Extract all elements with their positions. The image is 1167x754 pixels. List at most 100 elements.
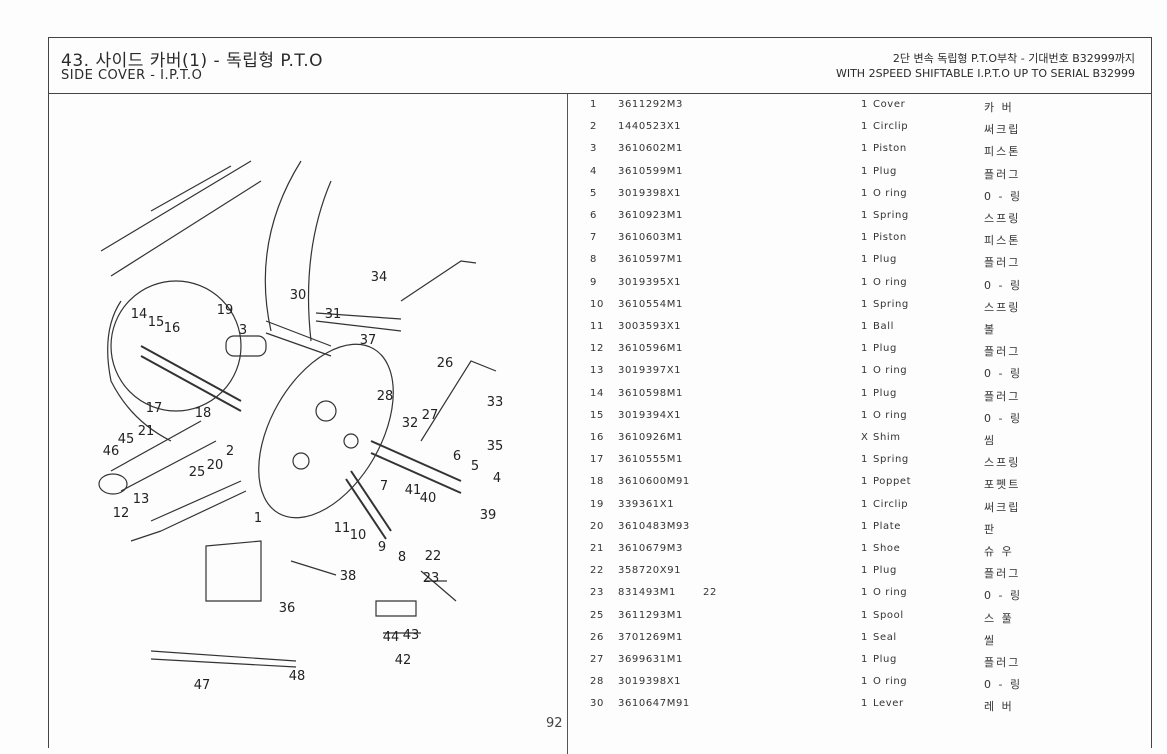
part-desc: O ring — [873, 276, 908, 288]
part-part: 358720X91 — [618, 565, 682, 577]
part-qty: 1 — [861, 321, 868, 332]
callout-37: 37 — [360, 333, 377, 348]
callout-5: 5 — [471, 459, 479, 474]
part-desc: Seal — [873, 631, 897, 643]
part-part: 1440523X1 — [618, 121, 682, 133]
part-part: 3610926M1 — [618, 432, 683, 443]
part-desc: Cover — [873, 99, 906, 110]
part-desc: Plug — [873, 387, 897, 399]
part-no: 13 — [590, 365, 604, 377]
part-ko: 스프링 — [984, 212, 1021, 225]
callout-1: 1 — [254, 511, 262, 526]
part-ko: 플러그 — [984, 167, 1021, 181]
part-part: 3610923M1 — [618, 210, 683, 221]
part-qty: 1 — [861, 121, 868, 133]
part-qty: X — [861, 432, 869, 443]
part-no: 28 — [590, 676, 604, 688]
title-english: SIDE COVER - I.P.T.O — [61, 68, 203, 83]
callout-39: 39 — [480, 508, 497, 523]
part-qty: 1 — [861, 387, 868, 399]
part-ko: 볼 — [984, 323, 997, 336]
part-desc: Lever — [873, 698, 904, 710]
page-number: 92 — [546, 716, 563, 731]
part-no: 10 — [590, 298, 604, 310]
part-desc: Spool — [873, 609, 904, 621]
part-no: 9 — [590, 276, 597, 288]
part-part: 3610679M3 — [618, 543, 683, 554]
part-no: 1 — [590, 99, 597, 110]
part-part: 3611293M1 — [618, 609, 683, 621]
callout-46: 46 — [103, 444, 120, 459]
part-no: 12 — [590, 343, 604, 355]
part-no: 16 — [590, 432, 604, 443]
part-qty: 1 — [861, 565, 868, 577]
part-no: 22 — [590, 565, 604, 577]
part-no: 23 — [590, 587, 604, 599]
callout-21: 21 — [138, 424, 155, 439]
part-part: 3610483M93 — [618, 520, 690, 532]
callout-18: 18 — [195, 406, 212, 421]
part-desc: Spring — [873, 210, 909, 221]
part-part: 3019398X1 — [618, 676, 682, 688]
part-ko: 스프링 — [984, 456, 1021, 470]
callout-16: 16 — [164, 321, 181, 336]
part-qty: 1 — [861, 409, 868, 421]
part-ko: 0 - 링 — [984, 411, 1023, 425]
part-part: 3701269M1 — [618, 631, 683, 643]
callout-47: 47 — [194, 678, 211, 693]
part-ko: 레 버 — [984, 700, 1014, 714]
callout-42: 42 — [395, 653, 412, 668]
callout-36: 36 — [279, 601, 296, 616]
part-no: 17 — [590, 454, 604, 466]
part-part: 3019394X1 — [618, 409, 682, 421]
callout-17: 17 — [146, 401, 163, 416]
part-no: 25 — [590, 609, 604, 621]
part-desc: Plug — [873, 165, 897, 177]
part-ko: 플러그 — [984, 345, 1021, 359]
part-ko: 피스톤 — [984, 234, 1021, 248]
part-part: 3610603M1 — [618, 232, 683, 244]
part-desc: Shim — [873, 432, 901, 443]
part-ko: 0 - 링 — [984, 278, 1023, 292]
part-qty: 1 — [861, 210, 868, 221]
part-desc: Plug — [873, 654, 897, 665]
part-desc: Shoe — [873, 543, 901, 554]
part-qty: 1 — [861, 498, 868, 510]
callout-19: 19 — [217, 303, 234, 318]
part-desc: O ring — [873, 365, 908, 377]
part-ko: 플러그 — [984, 256, 1021, 270]
callout-32: 32 — [402, 416, 419, 431]
title-korean: 43. 사이드 카버(1) - 독립형 P.T.O — [61, 51, 324, 71]
part-part: 3610599M1 — [618, 165, 683, 177]
part-desc: Spring — [873, 454, 909, 466]
part-no: 26 — [590, 631, 604, 643]
part-qty: 1 — [861, 587, 868, 599]
callout-33: 33 — [487, 395, 504, 410]
part-qty: 1 — [861, 143, 868, 155]
part-ko: 카 버 — [984, 101, 1014, 114]
callout-27: 27 — [422, 408, 439, 423]
callout-13: 13 — [133, 492, 150, 507]
part-part: 3610598M1 — [618, 387, 683, 399]
part-no: 15 — [590, 409, 604, 421]
part-no: 8 — [590, 254, 597, 266]
column-divider — [567, 94, 568, 754]
callout-40: 40 — [420, 491, 437, 506]
callout-45: 45 — [118, 432, 135, 447]
part-desc: Plug — [873, 254, 897, 266]
part-desc: Piston — [873, 232, 907, 244]
part-desc: O ring — [873, 587, 908, 599]
part-part: 3699631M1 — [618, 654, 683, 665]
callout-3: 3 — [239, 323, 247, 338]
callout-10: 10 — [350, 528, 367, 543]
part-part: 3003593X1 — [618, 321, 682, 332]
callout-12: 12 — [113, 506, 130, 521]
part-qty: 1 — [861, 343, 868, 355]
callout-9: 9 — [378, 540, 386, 555]
part-ko: 써크립 — [984, 500, 1021, 514]
part-ko: 스 풀 — [984, 611, 1014, 625]
part-no: 18 — [590, 476, 604, 488]
part-desc: Spring — [873, 298, 909, 310]
part-no: 5 — [590, 187, 597, 199]
